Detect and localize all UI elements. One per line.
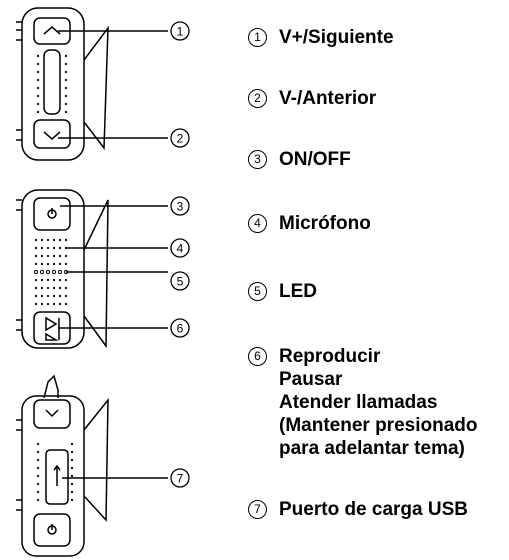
legend-number: 4 [248, 214, 267, 233]
legend-label: V+/Siguiente [279, 27, 394, 48]
legend-label: LED [279, 281, 317, 302]
led-indicators [33, 269, 69, 275]
power-button [33, 197, 71, 231]
callout-number-6: 6 [177, 322, 184, 336]
legend-item-4: 4 Micrófono [248, 212, 371, 235]
callout-number-5: 5 [177, 275, 184, 289]
legend-label: Micrófono [279, 213, 371, 234]
callout-number-3: 3 [177, 200, 184, 214]
callout-number-1: 1 [177, 25, 184, 39]
callout-number-4: 4 [177, 242, 184, 256]
volume-down-button-bottom [33, 399, 71, 429]
callout-markers [170, 21, 190, 488]
device-view-top [16, 7, 168, 161]
callout-number-2: 2 [177, 132, 184, 146]
legend-item-7: 7 Puerto de carga USB [248, 498, 468, 521]
usb-port [45, 449, 69, 505]
legend-line: (Mantener presionado [279, 415, 478, 436]
legend-line: Pausar [279, 369, 343, 390]
legend-number: 3 [248, 150, 267, 169]
grille-dots [36, 54, 68, 114]
device-view-bottom [16, 374, 168, 557]
legend-line: Reproducir [279, 346, 381, 367]
legend-number: 6 [248, 347, 267, 366]
legend-number: 5 [248, 282, 267, 301]
legend-number: 2 [248, 89, 267, 108]
legend-label: ON/OFF [279, 149, 351, 170]
callout-number-7: 7 [177, 472, 184, 486]
microphone-grille [34, 238, 68, 306]
legend-line: Atender llamadas [279, 392, 438, 413]
volume-down-button [33, 119, 71, 149]
legend-label: Puerto de carga USB [279, 499, 468, 520]
legend-number: 1 [248, 28, 267, 47]
legend-number: 7 [248, 500, 267, 519]
legend-item-1: 1 V+/Siguiente [248, 26, 394, 49]
power-button-bottom [33, 513, 71, 547]
legend-item-2: 2 V-/Anterior [248, 87, 376, 110]
device-view-middle [16, 189, 168, 349]
legend-label: Reproducir Pausar Atender llamadas (Mant… [279, 345, 477, 460]
legend-line: para adelantar tema) [279, 438, 465, 459]
legend-item-3: 3 ON/OFF [248, 148, 351, 171]
legend-item-5: 5 LED [248, 280, 317, 303]
legend-item-6: 6 Reproducir Pausar Atender llamadas (Ma… [248, 345, 477, 460]
legend-label: V-/Anterior [279, 88, 377, 109]
